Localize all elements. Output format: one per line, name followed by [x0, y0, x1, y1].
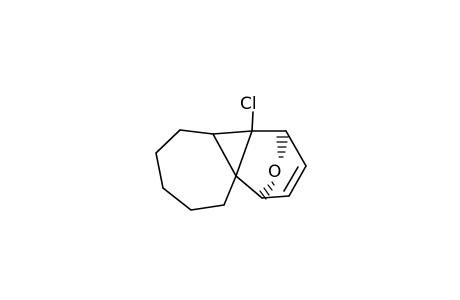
- cycloheptane-ring: [155, 129, 237, 211]
- bond-alkene-inner: [283, 166, 299, 192]
- hash-lower-1: [271, 181, 275, 186]
- bond-cyclopropane-diag: [235, 130, 253, 177]
- bond-spiro-ch2: [235, 175, 263, 199]
- bond-ring7-a: [179, 129, 214, 135]
- hash-lower-2: [267, 184, 273, 191]
- hash-lower-3: [263, 187, 270, 196]
- bicyclic-framework: [212, 111, 307, 199]
- oxygen-label: O: [268, 162, 281, 182]
- bond-ring7-g: [212, 133, 237, 177]
- bond-c-cl: [251, 111, 254, 132]
- hashed-wedge-bonds: [259, 136, 289, 200]
- hash-lower-4: [259, 190, 267, 200]
- bond-alkene-outer: [288, 165, 307, 197]
- bond-ring7-d: [162, 187, 192, 211]
- bond-cyclopropane-top: [212, 130, 253, 135]
- bond-ring7-c: [155, 152, 164, 189]
- bond-ring7-b: [155, 129, 181, 154]
- bond-upper-to-alkene: [285, 130, 307, 167]
- bond-ch2-bridgehead-lower: [261, 195, 290, 199]
- bond-ring7-e: [190, 204, 225, 211]
- chlorine-label: Cl: [240, 94, 257, 114]
- bond-ring7-f: [223, 175, 237, 206]
